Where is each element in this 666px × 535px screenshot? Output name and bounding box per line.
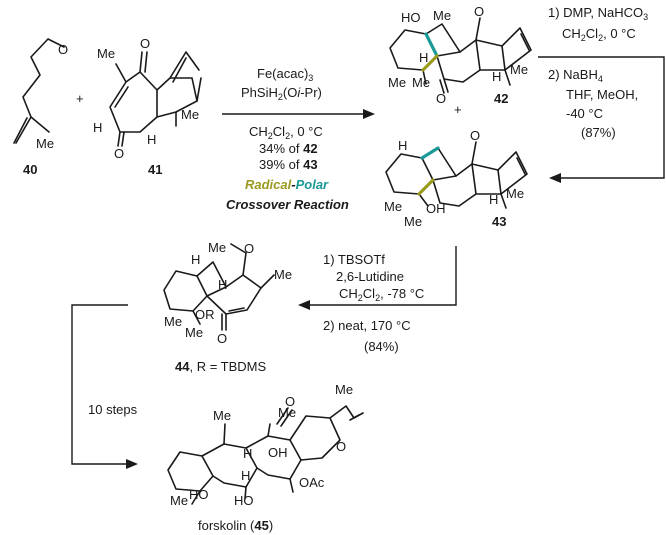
compound-label-42: 42 bbox=[494, 91, 508, 106]
atom-me-43a: Me bbox=[384, 199, 402, 214]
atom-ho-45b: HO bbox=[234, 493, 254, 508]
step2-line6: (87%) bbox=[581, 125, 616, 140]
atom-h-42: H bbox=[419, 50, 428, 65]
atom-ho-42: HO bbox=[401, 10, 421, 25]
atom-me-44b: Me bbox=[274, 267, 292, 282]
compound-label-45: forskolin (45) bbox=[198, 518, 273, 533]
atom-o-41a: O bbox=[140, 36, 150, 51]
atom-h-44a: H bbox=[191, 252, 200, 267]
crossover-reaction-label: Crossover Reaction bbox=[226, 197, 349, 212]
forskolin-structure: Me O Me Me H OH O OAc Me HO H HO forskol… bbox=[167, 382, 364, 533]
step1-solvent: CH2Cl2, 0 °C bbox=[249, 124, 323, 141]
atom-o-44b: O bbox=[217, 331, 227, 346]
atom-me-44a: Me bbox=[208, 240, 226, 255]
compound-label-43: 43 bbox=[492, 214, 506, 229]
step1-yield-43: 39% of 43 bbox=[259, 157, 318, 172]
atom-o-42a: O bbox=[474, 4, 484, 19]
atom-h-41b: H bbox=[147, 132, 156, 147]
step4-conditions: 10 steps bbox=[71, 304, 138, 469]
step1-yield-42: 34% of 42 bbox=[259, 141, 318, 156]
compound-label-44: 44, R = TBDMS bbox=[175, 359, 266, 374]
atom-me-41b: Me bbox=[181, 107, 199, 122]
compound-label-41: 41 bbox=[148, 162, 162, 177]
compound-40-structure: O Me 40 bbox=[13, 38, 68, 177]
reaction-arrow-3-head bbox=[298, 300, 310, 310]
atom-me-44d: Me bbox=[185, 325, 203, 340]
step1-catalyst: Fe(acac)3 bbox=[257, 66, 313, 83]
step3-line5: (84%) bbox=[364, 339, 399, 354]
atom-o-44a: O bbox=[244, 241, 254, 256]
step2-line1: 1) DMP, NaHCO3 bbox=[548, 5, 648, 22]
compound-41-structure: Me O H O Me H 41 bbox=[93, 36, 202, 177]
atom-h-42b: H bbox=[492, 69, 501, 84]
reaction-arrow-4-head bbox=[126, 459, 138, 469]
atom-oh-43: OH bbox=[426, 201, 446, 216]
atom-oac-45: OAc bbox=[299, 475, 325, 490]
compound-label-40: 40 bbox=[23, 162, 37, 177]
atom-o-42b: O bbox=[436, 91, 446, 106]
atom-o-40: O bbox=[58, 42, 68, 57]
atom-me-43b: Me bbox=[404, 214, 422, 229]
atom-h-41a: H bbox=[93, 120, 102, 135]
atom-me-40: Me bbox=[36, 136, 54, 151]
compound-43-structure: H O OH Me Me H Me 43 bbox=[384, 128, 528, 229]
step3-line4: 2) neat, 170 °C bbox=[323, 318, 411, 333]
step2-line3: 2) NaBH4 bbox=[548, 67, 603, 84]
reaction-arrow-2 bbox=[538, 56, 665, 179]
step3-line1: 1) TBSOTf bbox=[323, 252, 385, 267]
atom-oh-45a: OH bbox=[268, 445, 288, 460]
step2-line4: THF, MeOH, bbox=[566, 87, 638, 102]
step3-line2: 2,6-Lutidine bbox=[336, 269, 404, 284]
reaction-arrow-1-head bbox=[363, 109, 375, 119]
atom-me-45a: Me bbox=[213, 408, 231, 423]
step1-silane: PhSiH2(Oi-Pr) bbox=[241, 85, 322, 102]
plus-sign-2: + bbox=[454, 102, 462, 117]
atom-o-41b: O bbox=[114, 146, 124, 161]
atom-o-45b: O bbox=[336, 439, 346, 454]
reaction-arrow-4 bbox=[71, 304, 128, 465]
atom-me-45d: Me bbox=[170, 493, 188, 508]
step2-line5: -40 °C bbox=[566, 106, 603, 121]
plus-sign-1: + bbox=[76, 91, 84, 106]
atom-me-42a: Me bbox=[433, 8, 451, 23]
atom-me-44c: Me bbox=[164, 314, 182, 329]
atom-me-45b: Me bbox=[278, 405, 296, 420]
atom-or-44: OR bbox=[195, 307, 215, 322]
atom-h-43b: H bbox=[489, 192, 498, 207]
step2-line2: CH2Cl2, 0 °C bbox=[562, 26, 636, 43]
atom-ho-45a: HO bbox=[189, 487, 209, 502]
atom-me-42c: Me bbox=[412, 75, 430, 90]
step1-conditions: Fe(acac)3 PhSiH2(Oi-Pr) CH2Cl2, 0 °C 34%… bbox=[222, 66, 375, 212]
atom-h-45b: H bbox=[241, 468, 250, 483]
compound-42-structure: HO Me O H Me Me O H Me 42 bbox=[388, 4, 532, 106]
atom-me-43c: Me bbox=[506, 186, 524, 201]
atom-h-44b: H bbox=[218, 277, 227, 292]
step4-label: 10 steps bbox=[88, 402, 138, 417]
reaction-arrow-3 bbox=[308, 246, 457, 306]
step3-line3: CH2Cl2, -78 °C bbox=[339, 286, 424, 303]
reaction-arrow-2-head bbox=[549, 173, 561, 183]
atom-o-45a: O bbox=[285, 394, 295, 409]
compound-44-structure: H Me O H Me OR Me Me O 44, R = TBDMS bbox=[163, 240, 292, 374]
atom-me-41a: Me bbox=[97, 46, 115, 61]
step2-conditions: 1) DMP, NaHCO3 CH2Cl2, 0 °C 2) NaBH4 THF… bbox=[538, 5, 665, 183]
step3-conditions: 1) TBSOTf 2,6-Lutidine CH2Cl2, -78 °C 2)… bbox=[298, 246, 457, 354]
atom-h-45a: H bbox=[243, 446, 252, 461]
atom-h-43: H bbox=[398, 138, 407, 153]
atom-o-43a: O bbox=[470, 128, 480, 143]
radical-polar-label: Radical-Polar bbox=[245, 177, 329, 192]
atom-me-42d: Me bbox=[510, 62, 528, 77]
atom-me-42b: Me bbox=[388, 75, 406, 90]
atom-me-45c: Me bbox=[335, 382, 353, 397]
